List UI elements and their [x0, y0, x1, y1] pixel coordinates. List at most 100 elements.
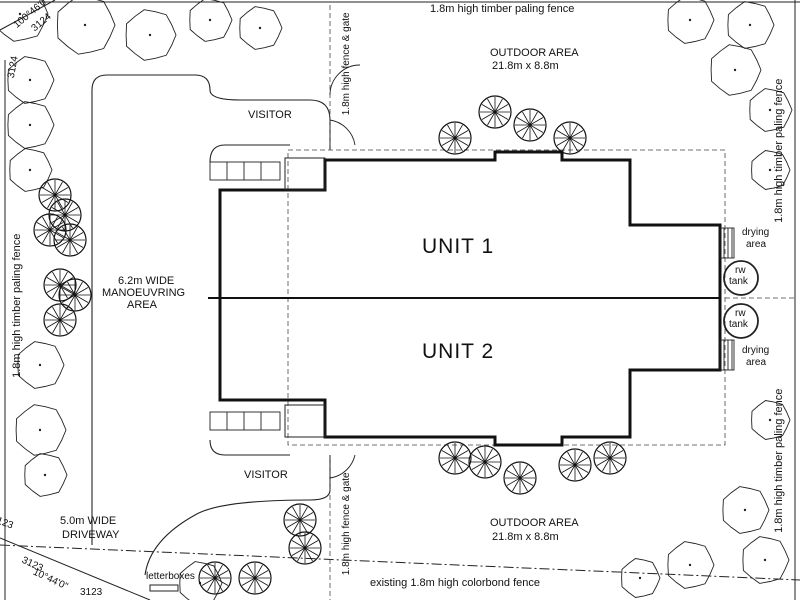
- drying-bottom-line2: area: [746, 357, 767, 368]
- dashed-building-outline: [287, 149, 726, 446]
- tree-symbol: [710, 44, 762, 96]
- fence-right-bottom-label: 1.8m high timber paling fence: [773, 388, 786, 533]
- letterboxes-label: letterboxes: [146, 571, 195, 582]
- drying-bottom-line1: drying: [742, 345, 770, 356]
- storage-strip-top: [209, 161, 281, 181]
- shrub-symbol: [438, 121, 472, 155]
- tree-symbol: [749, 88, 793, 132]
- drying-top-line1: drying: [742, 227, 770, 238]
- shrub-symbol: [58, 278, 92, 312]
- rw-tank-top: [723, 260, 759, 296]
- building: [208, 150, 722, 447]
- tree-symbol: [742, 536, 790, 584]
- drying-area-top-box: [719, 227, 735, 259]
- tree-symbol: [17, 341, 65, 389]
- tree-symbol: [667, 541, 715, 589]
- shrub-symbol: [33, 213, 67, 247]
- parking-top-curb: [209, 144, 290, 163]
- outdoor-top-dims: 21.8m x 8.8m: [492, 60, 559, 72]
- lot-top-corner-line: [0, 0, 56, 31]
- tree-symbol: [239, 6, 283, 50]
- visitor-bottom-label: VISITOR: [244, 469, 288, 481]
- manoeuvring-line3: AREA: [127, 299, 157, 311]
- tree-symbol: [56, 0, 116, 55]
- gates: [329, 64, 361, 479]
- outdoor-bottom-dims: 21.8m x 8.8m: [492, 531, 559, 543]
- manoeuvring-line2: MANOEUVRING: [102, 287, 186, 299]
- fence-top-label: 1.8m high timber paling fence: [430, 3, 575, 15]
- outdoor-top-title: OUTDOOR AREA: [490, 47, 579, 59]
- gate-top-label: 1.8m high fence & gate: [340, 12, 352, 116]
- driveway-line1: 5.0m WIDE: [60, 515, 117, 527]
- drying-top-line2: area: [746, 239, 767, 250]
- storage-strip-bottom: [209, 411, 281, 431]
- shrub-symbol: [283, 503, 317, 537]
- shrub-symbol: [53, 223, 87, 257]
- shrub-symbol: [198, 561, 232, 595]
- tree-symbol: [7, 56, 55, 104]
- unit-2-label: UNIT 2: [422, 340, 495, 363]
- shrub-symbol: [513, 108, 547, 142]
- tree-symbol: [727, 1, 775, 49]
- shrub-symbol: [593, 441, 627, 475]
- fence-right-top-label: 1.8m high timber paling fence: [773, 78, 786, 223]
- drying-areas: [719, 227, 759, 371]
- drying-area-bottom-box: [719, 339, 735, 371]
- visitor-top-label: VISITOR: [248, 109, 292, 121]
- shrub-symbol: [43, 303, 77, 337]
- shrub-symbol: [468, 445, 502, 479]
- gate-top-swing: [329, 119, 356, 146]
- letterbox-shape: [149, 584, 179, 592]
- shrub-symbol: [288, 531, 322, 565]
- tank-bottom-line2: tank: [729, 319, 748, 330]
- fence-bottom-label: existing 1.8m high colorbond fence: [370, 577, 540, 589]
- shrub-symbol: [238, 561, 272, 595]
- tank-top-line1: rw: [735, 265, 746, 276]
- small-shrubs: [33, 95, 627, 595]
- tree-symbol: [9, 148, 53, 192]
- dashed-lines: [287, 5, 795, 600]
- lot-corner-line: [0, 537, 151, 600]
- garage-bottom: [284, 404, 326, 438]
- tree-symbol: [0, 0, 49, 42]
- driveway-line2: DRIVEWAY: [62, 529, 120, 541]
- tank-top-line2: tank: [729, 276, 748, 287]
- shrub-symbol: [438, 441, 472, 475]
- driveway-outline: [91, 74, 331, 576]
- driveway-edge-bottom: [144, 455, 331, 576]
- tree-symbol: [125, 9, 177, 61]
- tree-symbol: [722, 486, 770, 534]
- shrub-symbol: [43, 268, 77, 302]
- shrub-symbol: [503, 461, 537, 495]
- manoeuvring-line1: 6.2m WIDE: [118, 275, 175, 287]
- shrub-symbol: [553, 121, 587, 155]
- tree-symbol: [751, 150, 791, 190]
- gate-bottom-label: 1.8m high fence & gate: [340, 472, 352, 576]
- tree-symbol: [621, 558, 661, 598]
- tree-symbol: [667, 0, 715, 44]
- tree-symbol: [751, 400, 791, 440]
- rw-tank-bottom: [723, 303, 759, 339]
- storage-strips: [209, 161, 281, 431]
- unit-1-label: UNIT 1: [422, 235, 495, 258]
- shrub-symbol: [478, 95, 512, 129]
- driveway-edge-top: [91, 74, 331, 545]
- gate-bottom-swing: [329, 454, 356, 479]
- gate-top-swing-2: [329, 64, 361, 96]
- tree-symbol: [189, 0, 233, 42]
- shrub-symbol: [558, 448, 592, 482]
- shrub-symbol: [38, 178, 72, 212]
- outdoor-bottom-title: OUTDOOR AREA: [490, 517, 579, 529]
- tree-symbol: [15, 404, 67, 456]
- garages: [284, 157, 326, 438]
- parking-bottom-curb: [209, 439, 290, 456]
- tank-bottom-line1: rw: [735, 308, 746, 319]
- tree-symbol: [24, 453, 68, 497]
- tree-symbol: [7, 101, 55, 149]
- garage-top: [284, 157, 326, 191]
- fence-left-label: 1.8m high timber paling fence: [11, 233, 24, 378]
